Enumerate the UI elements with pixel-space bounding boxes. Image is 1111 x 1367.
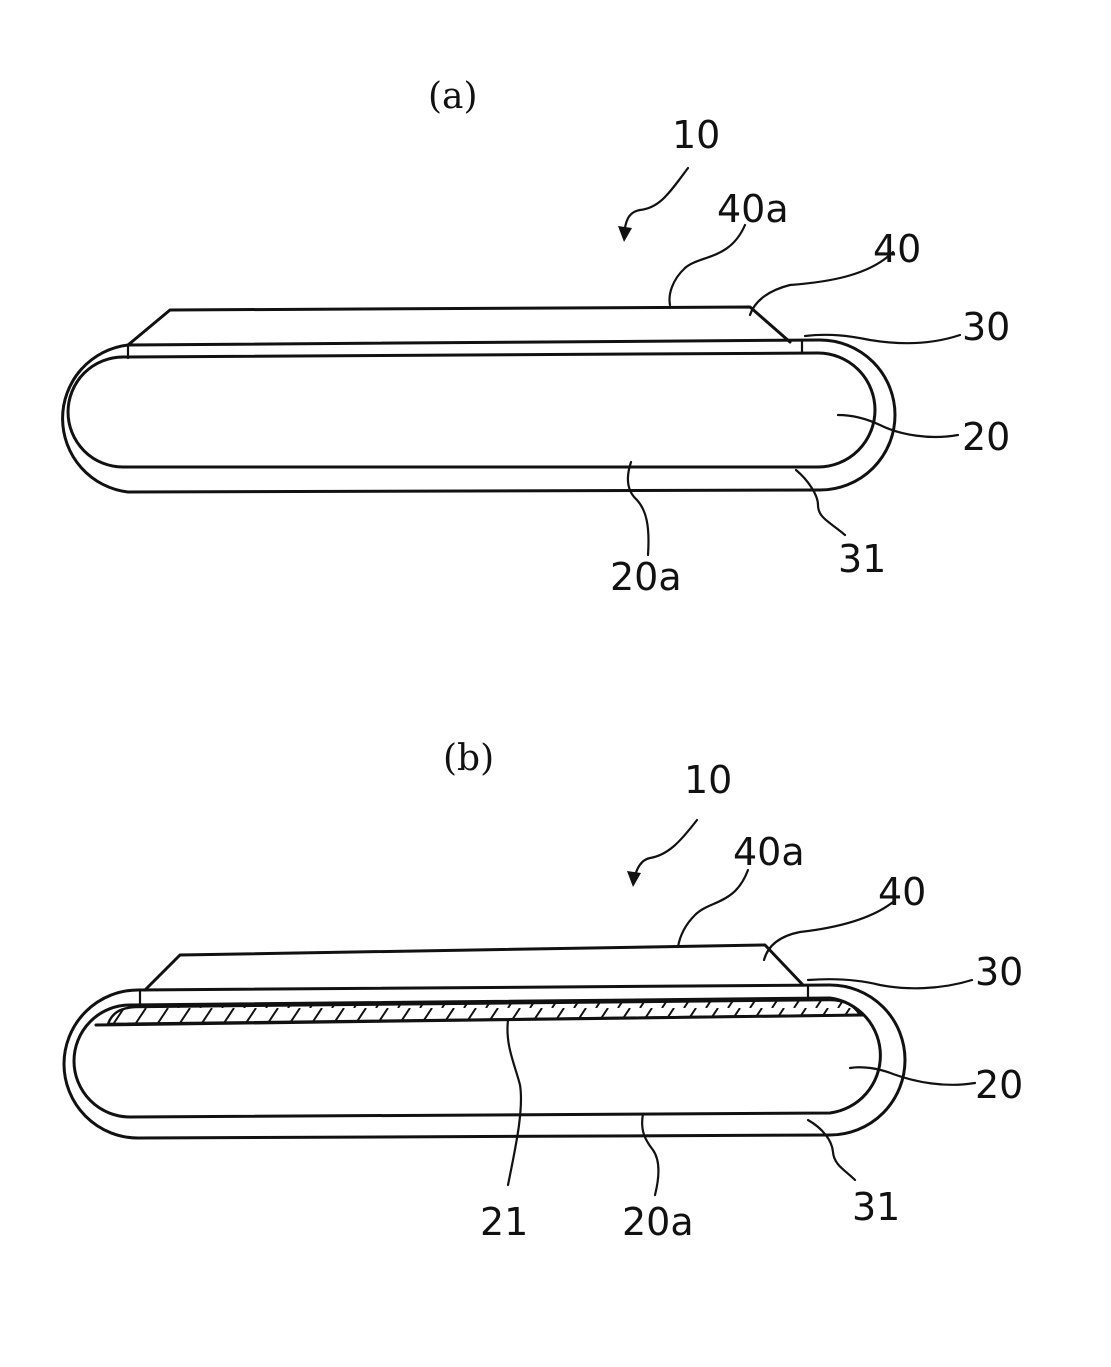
assembly-arrow-b: [634, 820, 697, 880]
leader-40-b: [764, 902, 893, 960]
label-20-b: 20: [975, 1063, 1023, 1107]
figure-b-caption: (b): [443, 738, 494, 779]
figure-b: (b) 10 40a 40 30 20 21 20a 31: [64, 738, 1023, 1244]
leader-40a-a: [670, 225, 745, 305]
cover-member-a: [128, 307, 790, 345]
label-31-b: 31: [852, 1185, 900, 1229]
label-40a-b: 40a: [733, 830, 805, 874]
label-20a-b: 20a: [622, 1200, 694, 1244]
leader-20-a: [838, 415, 958, 437]
leader-21-b: [507, 1020, 521, 1185]
label-31-a: 31: [838, 537, 886, 581]
label-30-a: 30: [962, 305, 1010, 349]
leader-31-a: [796, 470, 845, 535]
leader-20a-a: [628, 462, 649, 555]
figure-a: (a) 10 40a 40 30 20 20a 31: [63, 76, 1011, 599]
label-21-b: 21: [480, 1200, 528, 1244]
arrow-head-b: [627, 871, 641, 887]
leader-40a-b: [678, 870, 748, 947]
label-40-a: 40: [873, 227, 921, 271]
cover-member-b: [145, 945, 803, 990]
label-10-b: 10: [684, 758, 732, 802]
outer-film-capsule-a: [63, 340, 895, 492]
leader-40-a: [750, 252, 893, 315]
label-30-b: 30: [975, 950, 1023, 994]
label-40a-a: 40a: [717, 187, 789, 231]
label-40-b: 40: [878, 870, 926, 914]
arrow-head-a: [618, 226, 632, 242]
leader-20-b: [850, 1067, 975, 1085]
label-20a-a: 20a: [610, 555, 682, 599]
label-10-a: 10: [672, 113, 720, 157]
leader-20a-b: [642, 1114, 658, 1195]
assembly-arrow-a: [624, 168, 688, 236]
label-20-a: 20: [962, 415, 1010, 459]
figure-a-caption: (a): [428, 76, 478, 117]
leader-31-b: [808, 1120, 855, 1180]
inner-core-capsule-a: [68, 353, 875, 467]
